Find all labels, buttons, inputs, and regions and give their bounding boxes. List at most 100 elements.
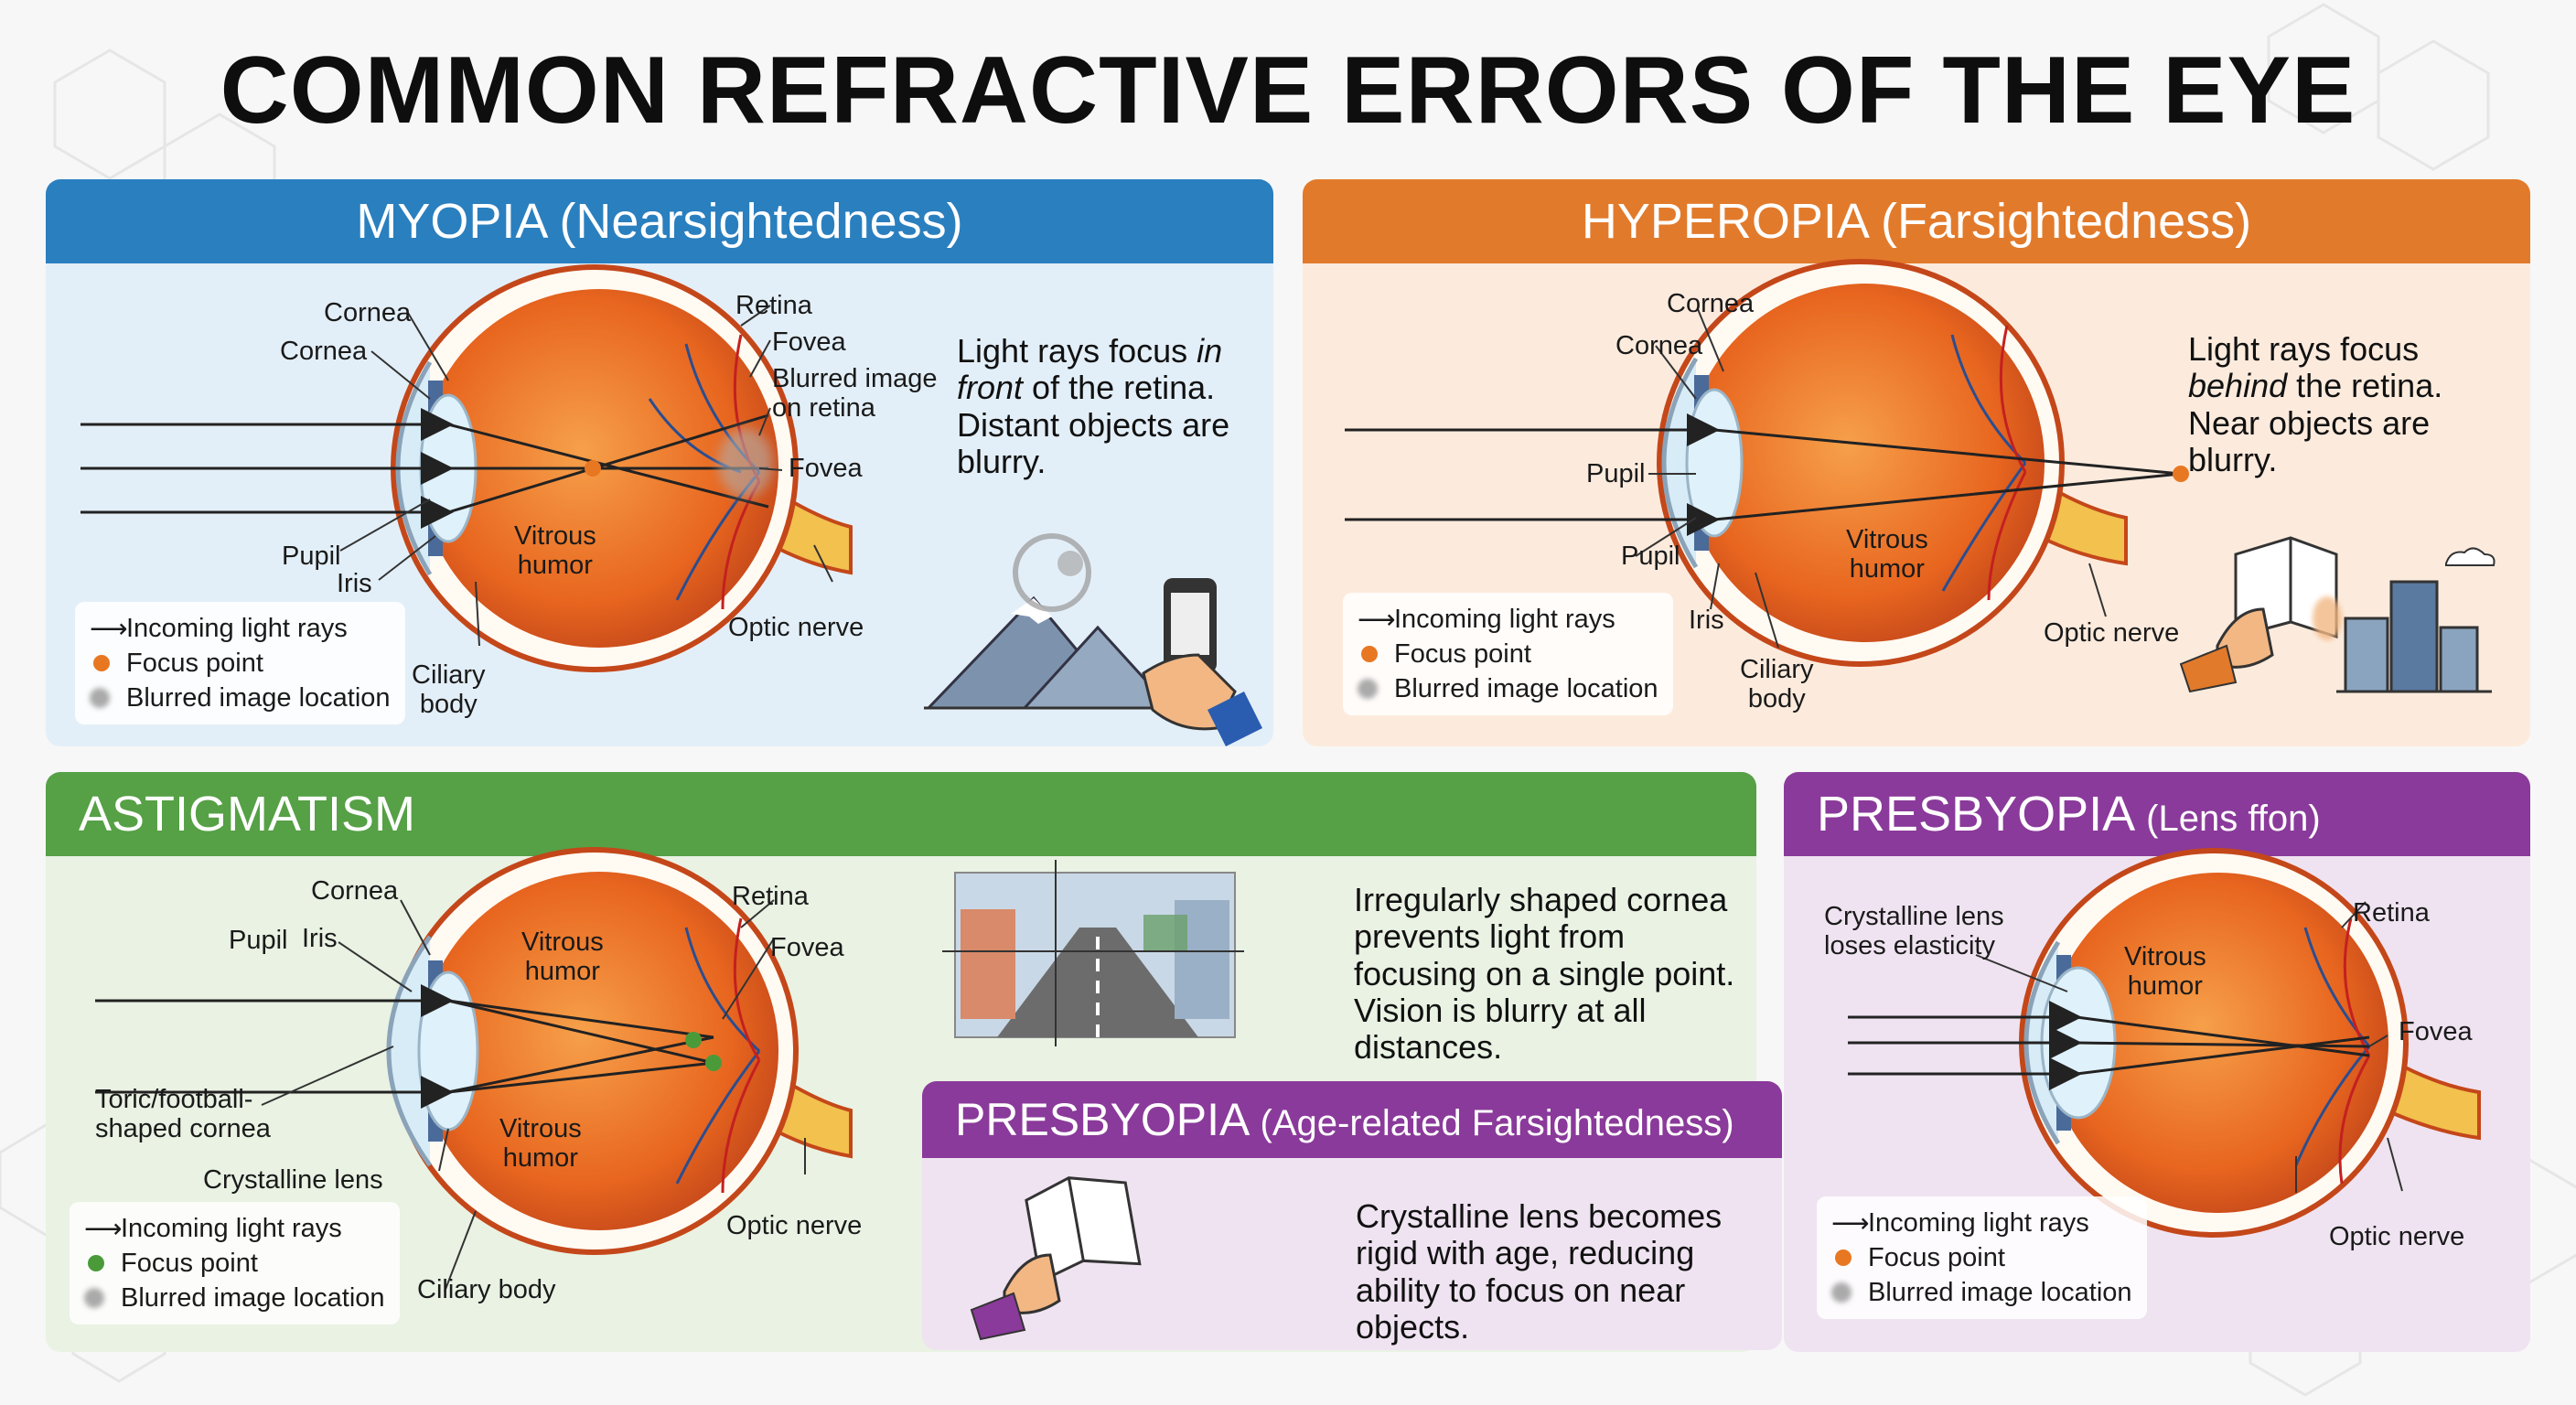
hyperopia-panel: HYPEROPIA (Farsightedness)	[1303, 179, 2530, 746]
arrow-icon: ⟶	[90, 614, 128, 644]
legend-row-rays: ⟶Incoming light rays	[90, 611, 391, 646]
presbyopia-label-optic: Optic nerve	[2329, 1222, 2465, 1251]
myopia-label-blurred: Blurred image on retina	[772, 364, 938, 424]
presbyopia-right-panel: PRESBYOPIA (Lens ffon)	[1784, 772, 2530, 1352]
astigmatism-title: ASTIGMATISM	[79, 787, 416, 842]
myopia-eye-diagram	[80, 264, 1262, 746]
legend-row-rays: ⟶Incoming light rays	[1831, 1206, 2132, 1240]
legend-row-focus: Focus point	[1831, 1240, 2132, 1275]
myopia-legend: ⟶Incoming light rays Focus point Blurred…	[75, 602, 405, 724]
legend-label: Blurred image location	[121, 1282, 385, 1313]
presbyopia-bottom-panel: PRESBYOPIA (Age-related Farsightedness) …	[922, 1081, 1782, 1350]
hyperopia-description-emphasis: behind	[2188, 367, 2288, 405]
myopia-panel: MYOPIA (Nearsightedness)	[46, 179, 1273, 746]
astigmatism-label-pupil: Pupil	[229, 926, 288, 955]
legend-label: Focus point	[1868, 1242, 2005, 1272]
legend-row-focus: Focus point	[1358, 637, 1658, 671]
hyperopia-label-cornea: Cornea	[1615, 331, 1703, 360]
myopia-description: Light rays focus in front of the retina.…	[957, 332, 1231, 480]
astigmatism-header: ASTIGMATISM	[46, 772, 1756, 856]
mountain-icon	[924, 533, 1180, 710]
hyperopia-eye-diagram	[1345, 259, 2496, 693]
hyperopia-label-iris: Iris	[1689, 606, 1724, 635]
myopia-label-optic: Optic nerve	[728, 613, 864, 642]
blur-dot-icon	[84, 1288, 104, 1308]
legend-label: Blurred image location	[1394, 673, 1658, 703]
hyperopia-title: HYPEROPIA	[1581, 194, 1867, 249]
hyperopia-subtitle: (Farsightedness)	[1880, 194, 2252, 249]
myopia-label-cornea-top: Cornea	[324, 298, 412, 327]
astigmatism-label-vitrous-top: Vitrous humor	[521, 928, 604, 987]
myopia-label-cornea: Cornea	[280, 337, 368, 366]
presbyopia-bottom-subtitle: (Age-related Farsightedness)	[1260, 1103, 1734, 1143]
astigmatism-legend: ⟶Incoming light rays Focus point Blurred…	[70, 1202, 400, 1325]
hyperopia-header: HYPEROPIA (Farsightedness)	[1303, 179, 2530, 263]
presbyopia-label-fovea: Fovea	[2399, 1017, 2473, 1046]
presbyopia-label-retina: Retina	[2353, 898, 2430, 928]
hyperopia-label-cornea-top: Cornea	[1667, 289, 1755, 318]
legend-label: Incoming light rays	[121, 1213, 342, 1243]
astigmatism-label-retina: Retina	[732, 882, 809, 911]
astigmatism-label-toric: Toric/football- shaped cornea	[95, 1085, 271, 1144]
myopia-label-iris: Iris	[337, 569, 372, 598]
legend-label: Incoming light rays	[126, 613, 348, 643]
presbyopia-bottom-title: PRESBYOPIA	[955, 1094, 1248, 1145]
arrow-icon: ⟶	[1358, 605, 1396, 635]
legend-label: Blurred image location	[1868, 1277, 2132, 1307]
hyperopia-legend: ⟶Incoming light rays Focus point Blurred…	[1343, 593, 1673, 715]
blur-dot-icon	[1358, 679, 1378, 699]
myopia-subtitle: (Nearsightedness)	[559, 194, 963, 249]
presbyopia-label-crystalline: Crystalline lens loses elasticity	[1824, 902, 2004, 961]
presbyopia-label-vitrous: Vitrous humor	[2124, 942, 2206, 1002]
presbyopia-right-subtitle: (Lens ffon)	[2146, 799, 2321, 839]
legend-row-focus: Focus point	[90, 646, 391, 681]
presbyopia-legend: ⟶Incoming light rays Focus point Blurred…	[1817, 1196, 2147, 1319]
astigmatism-label-cornea: Cornea	[311, 876, 399, 906]
myopia-label-ciliary: Ciliary body	[412, 660, 486, 720]
book-in-hand-icon	[2179, 536, 2342, 693]
arrow-icon: ⟶	[1831, 1208, 1870, 1239]
hyperopia-description-part1: Light rays focus	[2188, 330, 2420, 368]
focus-dot-icon	[1835, 1249, 1852, 1266]
legend-row-blur: Blurred image location	[1358, 671, 1658, 706]
blurry-street-icon	[942, 860, 1244, 1046]
blur-dot-icon	[90, 688, 110, 708]
myopia-description-emphasis: in front	[957, 332, 1223, 407]
presbyopia-right-title: PRESBYOPIA	[1817, 787, 2133, 842]
legend-label: Focus point	[121, 1248, 258, 1278]
legend-row-focus: Focus point	[84, 1246, 385, 1281]
legend-row-rays: ⟶Incoming light rays	[84, 1211, 385, 1246]
hyperopia-description-part2: the retina. Near objects are blurry.	[2188, 367, 2443, 478]
page-title: COMMON REFRACTIVE ERRORS OF THE EYE	[220, 38, 2356, 144]
hyperopia-description: Light rays focus behind the retina. Near…	[2188, 330, 2490, 478]
astigmatism-eye-diagram	[95, 847, 1244, 1292]
book-in-hand-icon	[970, 1176, 1142, 1341]
hyperopia-label-pupil: Pupil	[1621, 542, 1680, 571]
legend-label: Incoming light rays	[1394, 604, 1615, 634]
arrow-icon: ⟶	[84, 1214, 123, 1244]
legend-row-rays: ⟶Incoming light rays	[1358, 602, 1658, 637]
myopia-label-fovea: Fovea	[789, 454, 863, 483]
hyperopia-label-pupil-top: Pupil	[1586, 459, 1646, 488]
presbyopia-eye-diagram	[1848, 848, 2481, 1238]
hyperopia-label-optic: Optic nerve	[2044, 618, 2180, 648]
astigmatism-label-crystalline: Crystalline lens	[203, 1165, 383, 1195]
legend-label: Incoming light rays	[1868, 1207, 2089, 1238]
legend-label: Blurred image location	[126, 682, 391, 713]
phone-in-hand-icon	[1142, 578, 1262, 746]
hyperopia-label-vitrous: Vitrous humor	[1846, 525, 1928, 585]
astigmatism-label-optic: Optic nerve	[726, 1211, 863, 1240]
astigmatism-label-vitrous-bottom: Vitrous humor	[499, 1114, 582, 1174]
presbyopia-bottom-header: PRESBYOPIA (Age-related Farsightedness)	[922, 1081, 1782, 1158]
legend-row-blur: Blurred image location	[1831, 1275, 2132, 1310]
focus-dot-icon	[88, 1255, 104, 1271]
myopia-description-part2: of the retina. Distant objects are blurr…	[957, 369, 1230, 480]
hyperopia-label-ciliary: Ciliary body	[1740, 655, 1814, 714]
focus-dot-icon	[1361, 646, 1378, 662]
astigmatism-label-ciliary: Ciliary body	[417, 1275, 556, 1304]
myopia-label-fovea-top: Fovea	[772, 327, 846, 357]
astigmatism-label-fovea: Fovea	[770, 933, 844, 962]
myopia-label-retina: Retina	[735, 291, 812, 320]
myopia-header: MYOPIA (Nearsightedness)	[46, 179, 1273, 263]
presbyopia-right-header: PRESBYOPIA (Lens ffon)	[1784, 772, 2530, 856]
